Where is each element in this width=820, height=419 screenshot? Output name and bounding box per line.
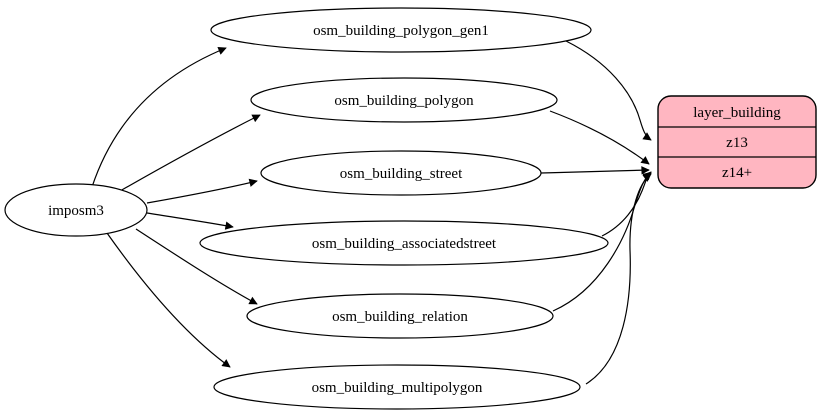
edge-osm_building_multipolygon-to-layer_building-z14 — [585, 173, 652, 385]
layer-title: layer_building — [693, 105, 781, 121]
table-label: osm_building_associatedstreet — [312, 236, 497, 252]
edge-imposm3-to-osm_building_polygon_gen1 — [91, 46, 227, 188]
table-ellipse — [250, 77, 558, 123]
node-osm_building_polygon_gen1: osm_building_polygon_gen1 — [210, 7, 592, 53]
table-label: osm_building_relation — [332, 309, 468, 325]
node-imposm3: imposm3 — [4, 183, 148, 237]
table-ellipse — [246, 293, 554, 339]
edge-imposm3-to-osm_building_relation — [135, 228, 258, 305]
node-osm_building_associatedstreet: osm_building_associatedstreet — [199, 220, 609, 266]
edge-osm_building_street-to-layer_building-z14 — [540, 166, 650, 175]
edge-osm_building_polygon-to-layer_building-z14 — [549, 110, 650, 165]
table-label: osm_building_multipolygon — [312, 380, 483, 396]
imposm3-ellipse — [4, 183, 148, 237]
layer-row-z13: z13 — [726, 135, 748, 151]
edge-osm_building_polygon_gen1-to-layer_building-z13 — [565, 40, 652, 141]
table-label: osm_building_street — [340, 166, 463, 182]
table-label: osm_building_polygon_gen1 — [313, 23, 489, 39]
node-osm_building_street: osm_building_street — [260, 150, 542, 196]
table-label: osm_building_polygon — [334, 93, 474, 109]
node-osm_building_relation: osm_building_relation — [246, 293, 554, 339]
table-ellipse — [210, 7, 592, 53]
table-ellipse — [213, 364, 581, 410]
table-ellipse — [199, 220, 609, 266]
edge-imposm3-to-osm_building_street — [146, 178, 258, 204]
node-osm_building_multipolygon: osm_building_multipolygon — [213, 364, 581, 410]
layer-record-box — [657, 95, 817, 189]
imposm3-label: imposm3 — [48, 203, 104, 219]
node-layer_building: layer_building z13 z14+ — [657, 95, 817, 189]
edge-imposm3-to-osm_building_associatedstreet — [146, 212, 234, 230]
table-ellipse — [260, 150, 542, 196]
node-osm_building_polygon: osm_building_polygon — [250, 77, 558, 123]
edge-imposm3-to-osm_building_polygon — [119, 114, 261, 192]
edge-imposm3-to-osm_building_multipolygon — [106, 232, 231, 368]
layer-row-z14: z14+ — [722, 165, 752, 181]
